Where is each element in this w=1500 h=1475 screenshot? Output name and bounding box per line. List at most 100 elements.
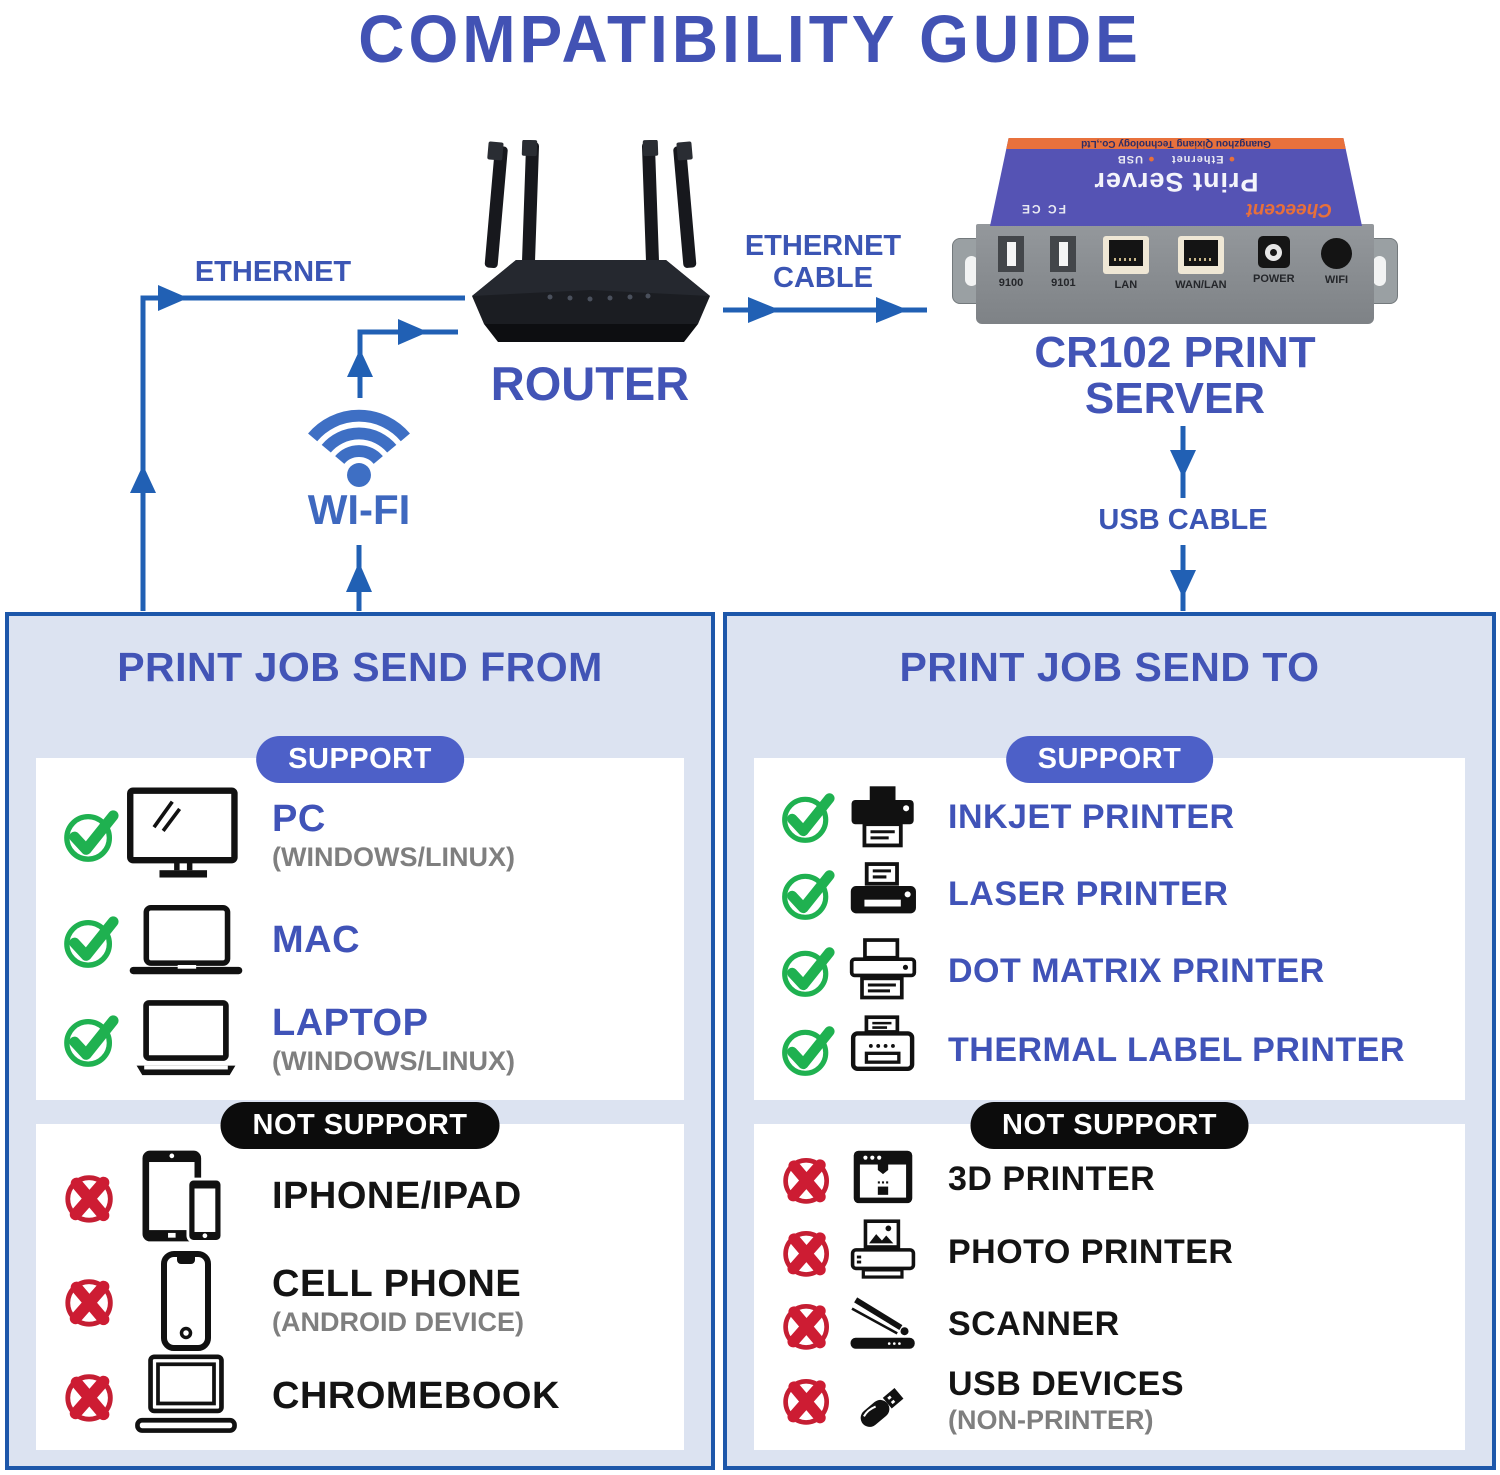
- usb-port-9101: 9101: [1050, 236, 1077, 289]
- item-sublabel: (NON-PRINTER): [948, 1404, 1154, 1435]
- item-label: CELL PHONE: [272, 1263, 522, 1306]
- list-item: MAC: [62, 902, 674, 980]
- print-server-front-panel: 9100 9101 LAN WAN/LAN POWER WIFI: [976, 224, 1374, 324]
- list-item: PHOTO PRINTER: [780, 1219, 1455, 1285]
- port-label: WIFI: [1324, 274, 1349, 286]
- wan-lan-port: WAN/LAN: [1175, 236, 1227, 291]
- check-circle-icon: [780, 943, 840, 999]
- usb-port-9100: 9100: [998, 236, 1024, 289]
- list-item: LAPTOP (WINDOWS/LINUX): [62, 999, 674, 1081]
- item-label: 3D PRINTER: [948, 1159, 1156, 1198]
- check-circle-icon: [62, 806, 122, 864]
- panel-title: PRINT JOB SEND TO: [899, 644, 1320, 690]
- power-jack: POWER: [1253, 236, 1295, 285]
- x-circle-icon: [62, 1168, 122, 1226]
- check-circle-icon: [780, 1022, 840, 1078]
- list-item: USB DEVICES (NON-PRINTER): [780, 1365, 1455, 1436]
- tablet-phone-icon: [122, 1145, 250, 1249]
- item-label: CHROMEBOOK: [272, 1374, 560, 1417]
- router-label: ROUTER: [490, 357, 690, 410]
- not-support-badge: NOT SUPPORT: [220, 1102, 500, 1149]
- print-server-top-label: Cheecent FC CE Print Server ● Ethernet ●…: [990, 138, 1362, 226]
- wifi-label: WI-FI: [307, 486, 411, 533]
- item-sublabel: (ANDROID DEVICE): [272, 1307, 525, 1338]
- item-label: LAPTOP: [272, 1002, 429, 1045]
- brand-logo: Cheecent: [1246, 199, 1332, 220]
- port-label: WAN/LAN: [1175, 279, 1227, 291]
- wifi-icon: [308, 409, 410, 487]
- port-label: 9101: [1051, 277, 1076, 289]
- photo-printer-icon: [840, 1219, 926, 1285]
- lan-port: LAN: [1102, 236, 1149, 291]
- product-name: Print Server: [1093, 167, 1259, 197]
- router-image: [472, 140, 710, 342]
- laptop-icon: [122, 999, 250, 1081]
- macbook-icon: [122, 902, 250, 980]
- page-title: COMPATIBILITY GUIDE: [358, 1, 1142, 77]
- check-circle-icon: [62, 1011, 122, 1069]
- list-item: DOT MATRIX PRINTER: [780, 937, 1455, 1005]
- inkjet-printer-icon: [840, 783, 926, 851]
- connector-lines: [130, 285, 1196, 611]
- print-server-image: Cheecent FC CE Print Server ● Ethernet ●…: [950, 138, 1400, 328]
- item-label: DOT MATRIX PRINTER: [948, 951, 1325, 990]
- check-circle-icon: [780, 789, 840, 845]
- bullet-icon: ●: [1227, 153, 1236, 165]
- port-label: POWER: [1253, 273, 1295, 285]
- list-item: 3D PRINTER: [780, 1148, 1455, 1210]
- print-server-label: CR102 PRINT SERVER: [1034, 328, 1316, 424]
- bullet-icon: ●: [1147, 153, 1155, 165]
- support-badge: SUPPORT: [1005, 736, 1214, 783]
- list-item: CELL PHONE (ANDROID DEVICE): [62, 1250, 674, 1352]
- print-job-send-to-panel: PRINT JOB SEND TO SUPPORT INKJET PRINTER: [723, 612, 1496, 1470]
- wifi-button: WIFI: [1321, 236, 1352, 286]
- x-circle-icon: [780, 1297, 840, 1353]
- scanner-icon: [840, 1294, 926, 1356]
- thermal-label-printer-icon: [840, 1015, 926, 1085]
- item-label: INKJET PRINTER: [948, 797, 1235, 836]
- dot-matrix-printer-icon: [840, 937, 926, 1005]
- interface-list: ● Ethernet ● USB: [990, 153, 1362, 165]
- item-label: THERMAL LABEL PRINTER: [948, 1030, 1405, 1069]
- interface-ethernet: Ethernet: [1170, 153, 1224, 165]
- usb-cable-label: USB CABLE: [1098, 504, 1268, 536]
- not-support-section: NOT SUPPORT 3D PRINTER: [754, 1102, 1465, 1450]
- support-section: SUPPORT PC (WINDOWS/LINUX): [36, 736, 684, 1100]
- ethernet-cable-label: ETHERNET CABLE: [744, 230, 902, 295]
- list-item: CHROMEBOOK: [62, 1353, 674, 1439]
- ethernet-label: ETHERNET: [194, 256, 352, 288]
- certification-marks: FC CE: [1020, 202, 1066, 216]
- panel-title: PRINT JOB SEND FROM: [117, 644, 603, 690]
- x-circle-icon: [780, 1372, 840, 1428]
- list-item: IPHONE/IPAD: [62, 1145, 674, 1249]
- not-support-badge: NOT SUPPORT: [970, 1102, 1249, 1149]
- item-sublabel: (WINDOWS/LINUX): [272, 841, 515, 872]
- chromebook-icon: [122, 1353, 250, 1439]
- item-label: SCANNER: [948, 1305, 1120, 1344]
- print-job-send-from-panel: PRINT JOB SEND FROM SUPPORT PC (WINDOWS/…: [5, 612, 715, 1470]
- support-section: SUPPORT INKJET PRINTER: [754, 736, 1465, 1100]
- laser-printer-icon: [840, 861, 926, 927]
- 3d-printer-icon: [840, 1148, 926, 1210]
- x-circle-icon: [780, 1151, 840, 1207]
- port-label: LAN: [1114, 279, 1138, 291]
- item-label: PHOTO PRINTER: [948, 1232, 1234, 1271]
- not-support-section: NOT SUPPORT IPHONE/IPAD: [36, 1102, 684, 1450]
- x-circle-icon: [62, 1367, 122, 1425]
- usb-flash-drive-icon: [840, 1367, 926, 1433]
- item-label: USB DEVICES: [948, 1364, 1184, 1403]
- item-sublabel: (WINDOWS/LINUX): [272, 1046, 515, 1077]
- list-item: LASER PRINTER: [780, 861, 1455, 927]
- support-badge: SUPPORT: [256, 736, 464, 783]
- port-label: 9100: [998, 277, 1024, 289]
- item-label: LASER PRINTER: [948, 874, 1229, 913]
- check-circle-icon: [780, 866, 840, 922]
- list-item: THERMAL LABEL PRINTER: [780, 1015, 1455, 1085]
- desktop-monitor-icon: [122, 787, 250, 883]
- item-label: MAC: [272, 919, 361, 962]
- check-circle-icon: [62, 912, 122, 970]
- item-label: PC: [272, 797, 326, 840]
- smartphone-icon: [122, 1250, 250, 1352]
- list-item: SCANNER: [780, 1294, 1455, 1356]
